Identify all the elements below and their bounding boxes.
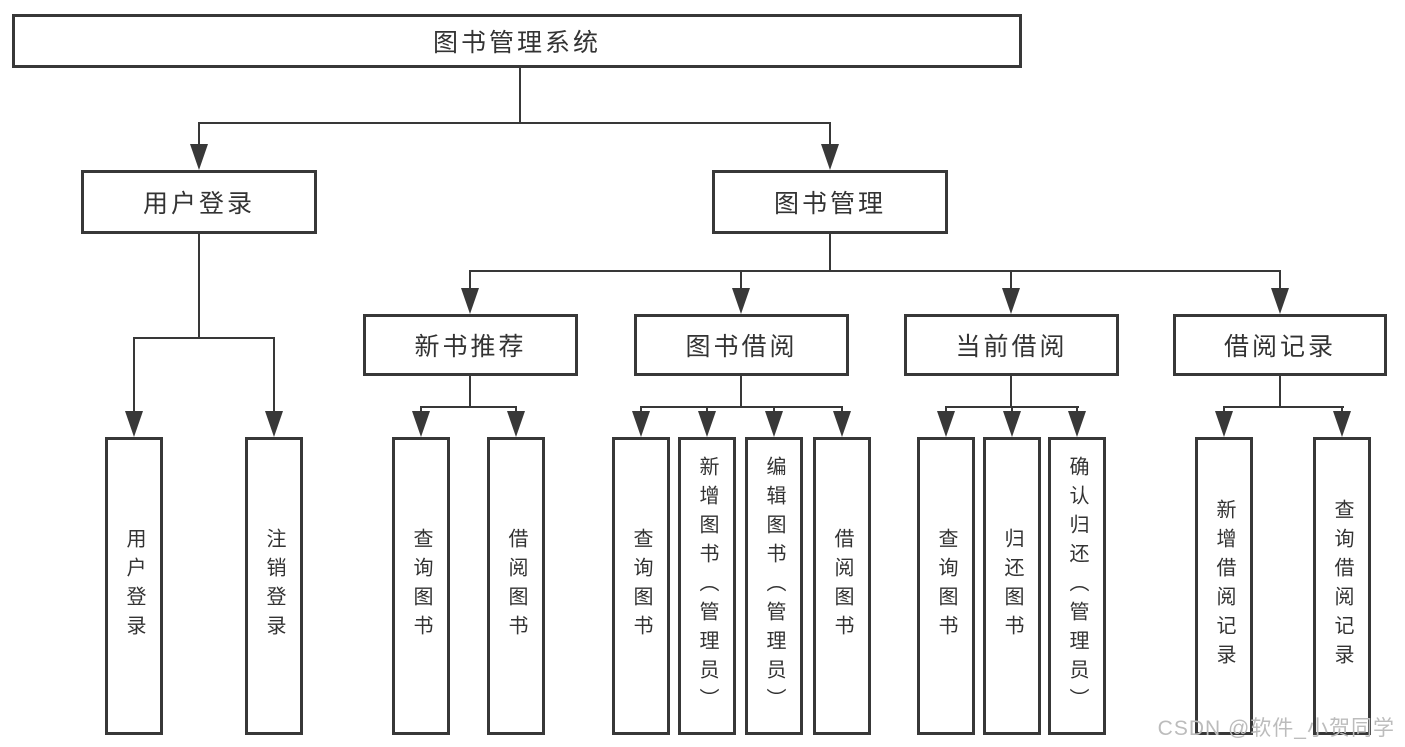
leaf-query-books-current: 查询图书: [917, 437, 975, 735]
node-label: 查询图书: [410, 528, 432, 644]
node-label: 当前借阅: [955, 333, 1068, 361]
connector-line: [1223, 406, 1225, 414]
arrow-down: [507, 411, 525, 437]
connector-line: [198, 122, 200, 148]
node-label: 查询借阅记录: [1331, 499, 1353, 673]
connector-line: [515, 406, 517, 414]
arrow-down: [698, 411, 716, 437]
connector-line: [841, 406, 843, 414]
csdn-watermark: CSDN @软件_小贺同学: [1157, 717, 1395, 740]
leaf-query-borrow-record: 查询借阅记录: [1313, 437, 1371, 735]
connector-line: [273, 337, 275, 413]
node-label: 借阅记录: [1223, 333, 1336, 361]
node-label: 图书借阅: [685, 333, 798, 361]
node-current-borrowing: 当前借阅: [904, 314, 1119, 376]
arrow-down: [1333, 411, 1351, 437]
node-label: 新增图书（管理员）: [696, 455, 718, 717]
arrow-down: [765, 411, 783, 437]
connector-line: [706, 406, 708, 414]
leaf-return-books: 归还图书: [983, 437, 1041, 735]
connector-line: [1279, 376, 1281, 408]
connector-line: [420, 406, 517, 408]
node-label: 用户登录: [142, 190, 255, 218]
connector-line: [1010, 270, 1012, 290]
connector-line: [469, 270, 1281, 272]
arrow-down: [1068, 411, 1086, 437]
node-label: 查询图书: [935, 528, 957, 644]
arrow-down: [265, 411, 283, 437]
connector-line: [640, 406, 843, 408]
leaf-query-books-borrowing: 查询图书: [612, 437, 670, 735]
arrow-down: [1271, 288, 1289, 314]
connector-line: [773, 406, 775, 414]
node-label: 图书管理: [773, 190, 886, 218]
node-label: 借阅图书: [831, 528, 853, 644]
arrow-down: [632, 411, 650, 437]
node-label: 编辑图书（管理员）: [763, 455, 785, 717]
connector-line: [1011, 406, 1013, 414]
connector-line: [1341, 406, 1343, 414]
connector-line: [469, 270, 471, 290]
arrow-down: [937, 411, 955, 437]
node-label: 查询图书: [630, 528, 652, 644]
leaf-borrow-books-borrowing: 借阅图书: [813, 437, 871, 735]
arrow-down: [821, 144, 839, 170]
node-label: 新书推荐: [414, 333, 527, 361]
arrow-down: [732, 288, 750, 314]
arrow-down: [1215, 411, 1233, 437]
connector-line: [640, 406, 642, 414]
leaf-add-borrow-record: 新增借阅记录: [1195, 437, 1253, 735]
leaf-logout: 注销登录: [245, 437, 303, 735]
node-book-management: 图书管理: [712, 170, 948, 234]
connector-line: [1076, 406, 1078, 414]
connector-line: [469, 376, 471, 408]
node-borrowing-records: 借阅记录: [1173, 314, 1387, 376]
connector-line: [1223, 406, 1344, 408]
arrow-down: [461, 288, 479, 314]
node-book-borrowing: 图书借阅: [634, 314, 849, 376]
connector-line: [133, 337, 275, 339]
node-label: 借阅图书: [505, 528, 527, 644]
leaf-user-login: 用户登录: [105, 437, 163, 735]
node-label: 确认归还（管理员）: [1066, 455, 1088, 717]
node-label: 归还图书: [1001, 528, 1023, 644]
node-new-book-recommend: 新书推荐: [363, 314, 578, 376]
connector-line: [198, 234, 200, 339]
arrow-down: [412, 411, 430, 437]
connector-line: [420, 406, 422, 414]
node-library-management-system: 图书管理系统: [12, 14, 1022, 68]
node-label: 新增借阅记录: [1213, 499, 1235, 673]
arrow-down: [1003, 411, 1021, 437]
node-label: 注销登录: [263, 528, 285, 644]
arrow-down: [190, 144, 208, 170]
connector-line: [740, 376, 742, 408]
leaf-confirm-return-admin: 确认归还（管理员）: [1048, 437, 1106, 735]
arrow-down: [833, 411, 851, 437]
connector-line: [198, 122, 831, 124]
leaf-edit-book-admin: 编辑图书（管理员）: [745, 437, 803, 735]
connector-line: [1279, 270, 1281, 290]
connector-line: [1010, 376, 1012, 408]
node-label: 用户登录: [123, 528, 145, 644]
arrow-down: [1002, 288, 1020, 314]
connector-line: [133, 337, 135, 413]
node-label: 图书管理系统: [432, 29, 601, 57]
connector-line: [829, 234, 831, 272]
leaf-add-book-admin: 新增图书（管理员）: [678, 437, 736, 735]
connector-line: [829, 122, 831, 148]
leaf-borrow-books-recommend: 借阅图书: [487, 437, 545, 735]
node-user-login: 用户登录: [81, 170, 317, 234]
connector-line: [945, 406, 947, 414]
connector-line: [740, 270, 742, 290]
leaf-query-books-recommend: 查询图书: [392, 437, 450, 735]
arrow-down: [125, 411, 143, 437]
connector-line: [519, 68, 521, 124]
